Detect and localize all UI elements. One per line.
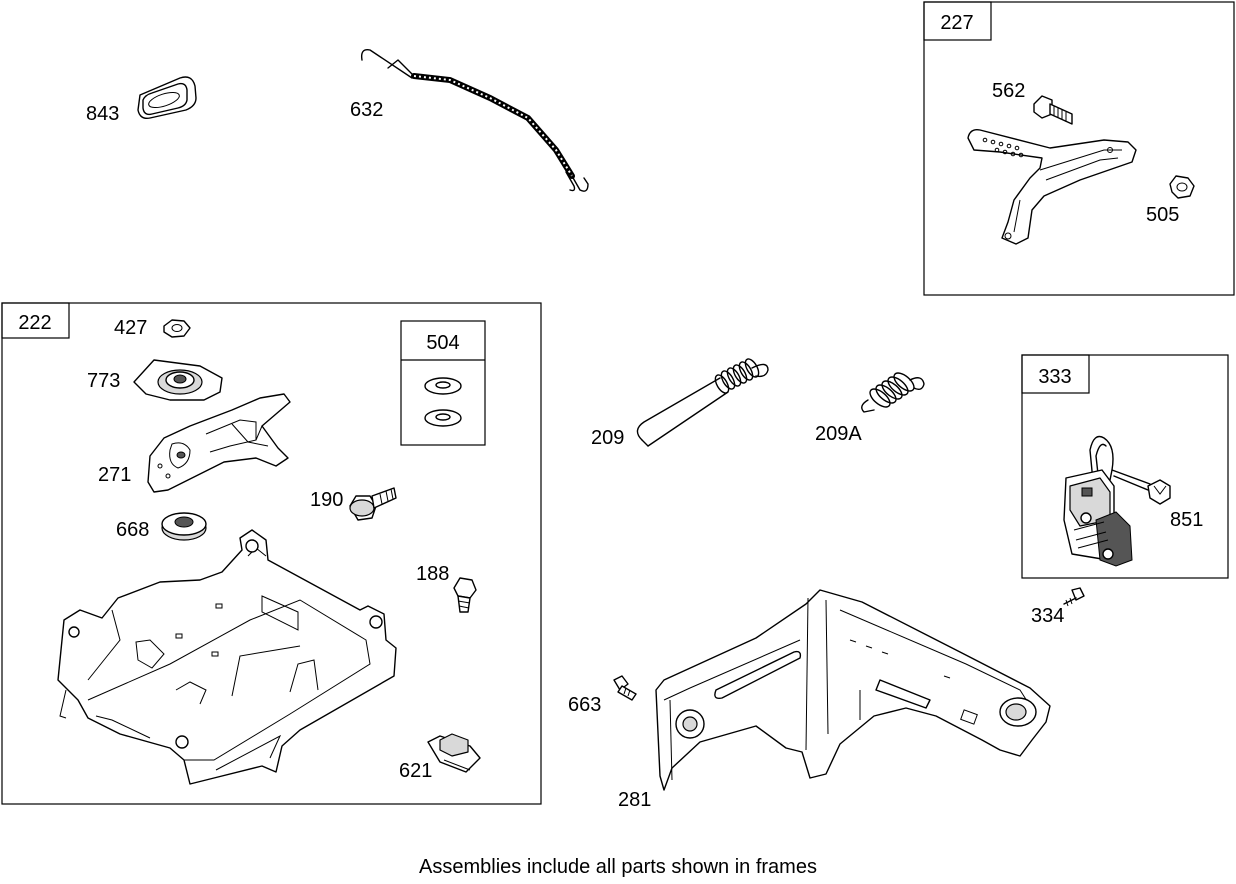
part-281-label: 281: [618, 789, 651, 811]
frame-333-label: 333: [1038, 366, 1071, 388]
part-227-bracket: [967, 128, 1137, 245]
part-621-label: 621: [399, 760, 432, 782]
diagram-caption: Assemblies include all parts shown in fr…: [419, 856, 817, 878]
part-621-clip: [427, 733, 481, 773]
part-190-label: 190: [310, 489, 343, 511]
part-773-plate: [133, 359, 223, 401]
part-209-label: 209: [591, 427, 624, 449]
part-562-bolt: [1033, 95, 1073, 125]
part-271-lever: [147, 393, 291, 493]
part-504-washers: [424, 377, 462, 427]
part-271-label: 271: [98, 464, 131, 486]
part-427-label: 427: [114, 317, 147, 339]
part-209-spring: [636, 358, 769, 447]
frame-504: 504: [400, 320, 486, 446]
part-773-label: 773: [87, 370, 120, 392]
part-188-screw: [453, 577, 477, 613]
part-333-armature: [1063, 435, 1151, 567]
part-334-label: 334: [1031, 605, 1064, 627]
frame-504-label: 504: [426, 332, 459, 354]
part-334-screw: [1063, 587, 1085, 607]
part-632-spring: [360, 49, 589, 192]
part-668-label: 668: [116, 519, 149, 541]
part-505-nut: [1169, 175, 1195, 199]
part-632-label: 632: [350, 99, 383, 121]
part-427-nut: [163, 319, 191, 338]
frame-333: 333: [1021, 354, 1229, 579]
part-562-label: 562: [992, 80, 1025, 102]
part-843-clip: [137, 76, 197, 120]
part-851-connector: [1147, 479, 1171, 505]
frame-227-label: 227: [940, 12, 973, 34]
part-663-label: 663: [568, 694, 601, 716]
part-668-grommet: [161, 512, 207, 541]
part-663-screw: [613, 675, 637, 701]
part-209A-spring: [861, 372, 925, 413]
part-843-label: 843: [86, 103, 119, 125]
part-281-bracket: [655, 589, 1051, 791]
part-851-label: 851: [1170, 509, 1203, 531]
frame-222-label: 222: [18, 312, 51, 334]
part-222-base: [57, 529, 397, 785]
part-505-label: 505: [1146, 204, 1179, 226]
frame-227: 227: [923, 1, 1235, 296]
part-209A-label: 209A: [815, 423, 862, 445]
part-188-label: 188: [416, 563, 449, 585]
part-190-bolt: [349, 487, 397, 521]
frame-222: 222: [1, 302, 542, 805]
